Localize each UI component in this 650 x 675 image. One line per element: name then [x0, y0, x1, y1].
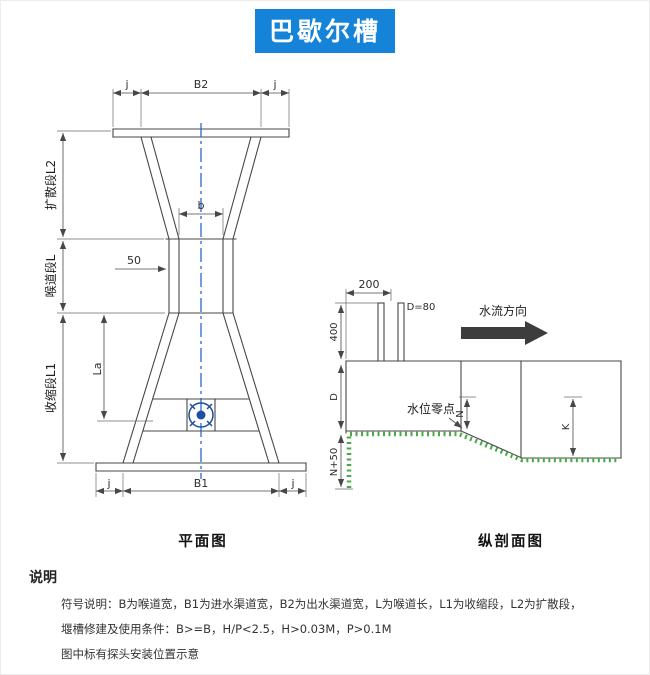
- dim-n50-label: N+50: [329, 448, 340, 477]
- segment-throat-label: 喉道段L: [43, 254, 58, 297]
- dim-la-label: La: [91, 363, 104, 376]
- plan-la-dimension: La: [91, 315, 153, 422]
- section-view: 200 D=80 水流方向: [329, 278, 622, 550]
- dim-d-label: D: [329, 393, 340, 401]
- plan-50-dimension: 50: [115, 254, 166, 273]
- dim-200-label: 200: [359, 278, 380, 291]
- dim-b2-label: B2: [194, 78, 209, 91]
- section-channel-outline: [345, 360, 622, 459]
- flow-direction-label: 水流方向: [479, 303, 527, 318]
- section-view-caption: 纵剖面图: [478, 532, 544, 550]
- floor-hatch: [346, 431, 619, 488]
- dim-j-top-right: j: [272, 78, 276, 91]
- water-zero-annotation: 水位零点: [407, 401, 463, 429]
- dim-k-label: K: [561, 423, 572, 430]
- section-400-dimension: 400: [329, 302, 378, 359]
- section-well-outline: [377, 302, 405, 362]
- page-title: 巴歇尔槽: [268, 17, 382, 46]
- dim-j-bottom-left: j: [106, 477, 110, 490]
- plan-bottom-dimension: j B1 j: [95, 473, 307, 497]
- flow-arrow-icon: [461, 321, 548, 345]
- dim-n-label: N: [455, 410, 466, 417]
- note-line-probe: 图中标有探头安装位置示意: [61, 647, 199, 661]
- section-k-dimension: K: [561, 396, 582, 456]
- dim-j-top-left: j: [124, 78, 128, 91]
- notes-heading: 说明: [29, 570, 57, 586]
- section-n50-dimension: N+50: [329, 435, 353, 490]
- section-n-dimension: N: [455, 396, 476, 429]
- title-banner: 巴歇尔槽: [254, 9, 396, 53]
- plan-b-dimension: b: [178, 199, 224, 235]
- water-zero-label: 水位零点: [407, 401, 455, 416]
- dim-b1-label: B1: [194, 477, 209, 490]
- section-200-dimension: 200: [345, 278, 392, 359]
- segment-converge-label: 收缩段L1: [43, 363, 58, 413]
- technical-drawing: j B2 j: [43, 78, 622, 550]
- segment-diffuser-label: 扩散段L2: [43, 160, 58, 210]
- dim-50-label: 50: [127, 254, 141, 267]
- plan-left-segments: 扩散段L2 喉道段L 收缩段L1: [43, 130, 165, 464]
- note-line-conditions: 堰槽修建及使用条件：B>=B，H/P<2.5，H>0.03M，P>0.1M: [61, 622, 392, 636]
- dim-400-label: 400: [329, 322, 340, 341]
- dim-b-label: b: [198, 199, 205, 212]
- section-d-dimension: D: [329, 365, 345, 429]
- note-line-symbols: 符号说明：B为喉道宽，B1为进水渠道宽，B2为出水渠道宽，L为喉道长，L1为收缩…: [61, 597, 582, 611]
- dim-j-bottom-right: j: [290, 477, 294, 490]
- dim-d80-label: D=80: [407, 302, 436, 313]
- notes-section: 说明 符号说明：B为喉道宽，B1为进水渠道宽，B2为出水渠道宽，L为喉道长，L1…: [1, 567, 649, 662]
- plan-view: j B2 j: [43, 78, 307, 550]
- probe-icon: [188, 402, 214, 428]
- plan-top-dimension: j B2 j: [112, 78, 290, 127]
- plan-view-caption: 平面图: [178, 533, 228, 550]
